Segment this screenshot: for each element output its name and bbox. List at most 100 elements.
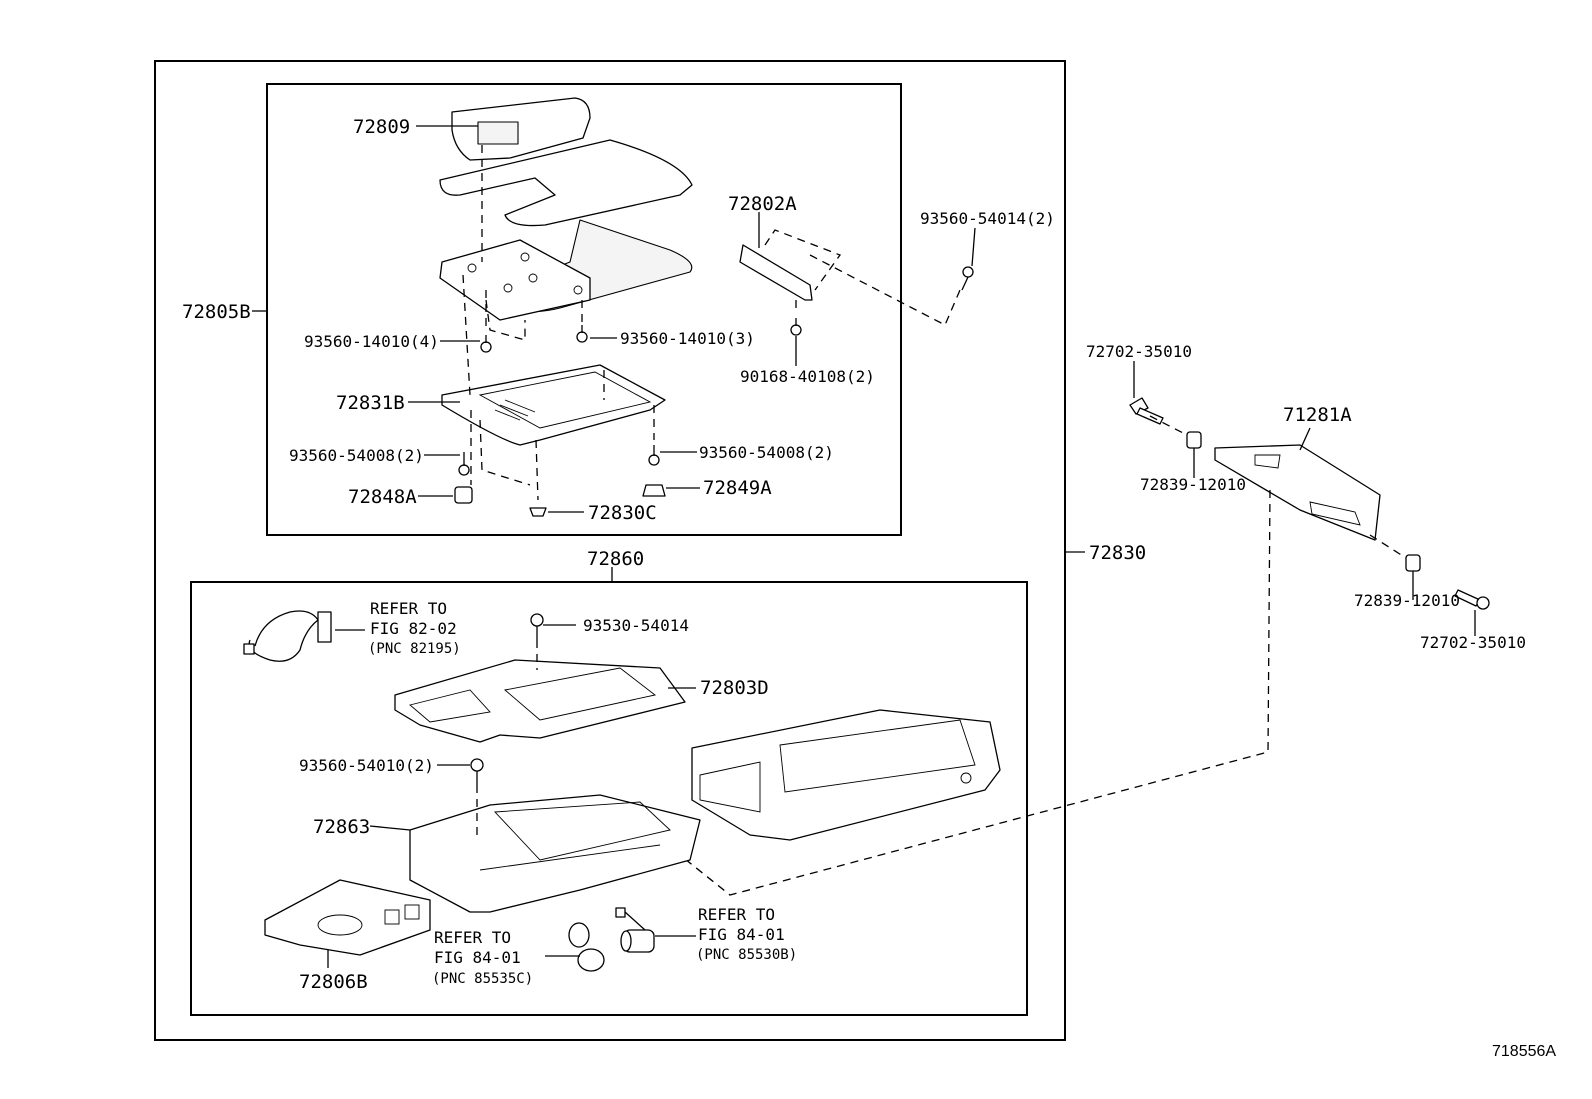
panel-hole (467, 263, 477, 273)
bracket-71281A (1214, 444, 1381, 541)
label-93560-14010-4: 93560-14010(4) (304, 332, 439, 351)
label-72803D: 72803D (700, 677, 769, 699)
panel-hole (573, 285, 583, 295)
hinge-rib (499, 404, 529, 417)
label-72702-35010-bottom: 72702-35010 (1420, 633, 1526, 652)
latch-bracket (739, 244, 813, 301)
label-72830: 72830 (1089, 542, 1146, 564)
bracket-slot (1254, 454, 1281, 469)
lower-inset-frame (190, 581, 1028, 1016)
screw-icon (961, 266, 974, 291)
screw-icon (470, 758, 484, 785)
bolt-icon (1129, 397, 1164, 425)
hinge-base (441, 364, 666, 446)
screw-icon (648, 445, 660, 466)
label-72831B: 72831B (336, 392, 405, 414)
nut-72849A (642, 484, 666, 497)
trim-opening (503, 667, 657, 721)
label-72702-35010-top: 72702-35010 (1086, 342, 1192, 361)
label-72805B: 72805B (182, 301, 251, 323)
assembly-dash (1369, 534, 1407, 559)
label-93560-54008-2-left: 93560-54008(2) (289, 446, 424, 465)
panel-hole (528, 273, 538, 283)
assembly-dash (1149, 415, 1188, 436)
lighter-socket-icon (615, 907, 655, 953)
label-72839-12010-top: 72839-12010 (1140, 475, 1246, 494)
hinge-rib (494, 409, 521, 421)
cup-holder-72806B (264, 879, 431, 956)
diagram-id: 718556A (1492, 1043, 1556, 1060)
label-93530-54014: 93530-54014 (583, 616, 689, 635)
label-72849A: 72849A (703, 477, 772, 499)
ref-fig84-left-line2: FIG 84-01 (434, 948, 521, 967)
wire-harness (243, 610, 332, 662)
outer-frame (154, 60, 1066, 1041)
hinge-base-inner (478, 371, 652, 429)
lid-skin (439, 139, 693, 227)
leader-line (971, 227, 976, 267)
upper-inset-frame (266, 83, 902, 536)
ref-fig84-right-line3: (PNC 85530B) (696, 947, 797, 963)
harness-plug (243, 643, 255, 655)
label-72848A: 72848A (348, 486, 417, 508)
label-93560-54010-2: 93560-54010(2) (299, 756, 434, 775)
label-93560-54008-2-right: 93560-54008(2) (699, 443, 834, 462)
ref-fig84-right-line1: REFER TO (698, 905, 775, 924)
assembly-dash (479, 419, 531, 486)
clip-72830C (529, 507, 547, 517)
ref-fig84-left-line1: REFER TO (434, 928, 511, 947)
screw-icon (530, 613, 544, 640)
label-90168-40108-2: 90168-40108(2) (740, 367, 875, 386)
console-box-well (494, 801, 671, 861)
screw-icon (458, 452, 470, 476)
bracket-slot (1309, 501, 1361, 526)
trim-opening (409, 689, 491, 723)
collar-icon (1186, 431, 1202, 449)
screw-icon (576, 325, 588, 343)
label-93560-14010-3: 93560-14010(3) (620, 329, 755, 348)
harness-connector (317, 611, 332, 643)
ref-fig82-line2: FIG 82-02 (370, 619, 457, 638)
lid-latch (477, 121, 519, 145)
nut-72848A (454, 486, 473, 504)
cup-holder-ring (317, 914, 363, 936)
label-72802A: 72802A (728, 193, 797, 215)
assembly-dash (679, 489, 1271, 896)
label-72806B: 72806B (299, 971, 368, 993)
console-front-opening (699, 761, 761, 813)
cup-holder-tab (404, 904, 420, 920)
console-hole (960, 772, 972, 784)
console-trim-frame (394, 659, 686, 743)
ref-fig82-line3: (PNC 82195) (368, 641, 461, 657)
label-93560-54014-2: 93560-54014(2) (920, 209, 1055, 228)
screw-icon (480, 335, 492, 353)
cup-holder-tab (384, 909, 400, 925)
label-72863: 72863 (313, 816, 370, 838)
socket-cap-icon (568, 922, 605, 972)
assembly-dash (485, 299, 526, 341)
label-72830C: 72830C (588, 502, 657, 524)
ref-fig84-left-line3: (PNC 85535C) (432, 971, 533, 987)
console-box-rib (479, 844, 661, 871)
ref-fig84-right-line2: FIG 84-01 (698, 925, 785, 944)
ref-fig82-line1: REFER TO (370, 599, 447, 618)
panel-hole (520, 252, 530, 262)
label-72809: 72809 (353, 116, 410, 138)
bolt-icon (1454, 589, 1490, 610)
label-72839-12010-bottom: 72839-12010 (1354, 591, 1460, 610)
label-72860: 72860 (587, 548, 644, 570)
hinge-rib (504, 399, 536, 413)
panel-hole (503, 283, 513, 293)
console-main-body (691, 709, 1001, 841)
assembly-dash (535, 439, 539, 501)
lid-inner-panel (439, 239, 591, 321)
console-box-72863 (409, 794, 701, 913)
leader-line (369, 825, 411, 831)
assembly-dash (462, 274, 471, 396)
leader-line (1299, 427, 1311, 451)
console-top-recess (779, 719, 976, 793)
screw-icon (790, 318, 802, 336)
collar-icon (1405, 554, 1421, 572)
